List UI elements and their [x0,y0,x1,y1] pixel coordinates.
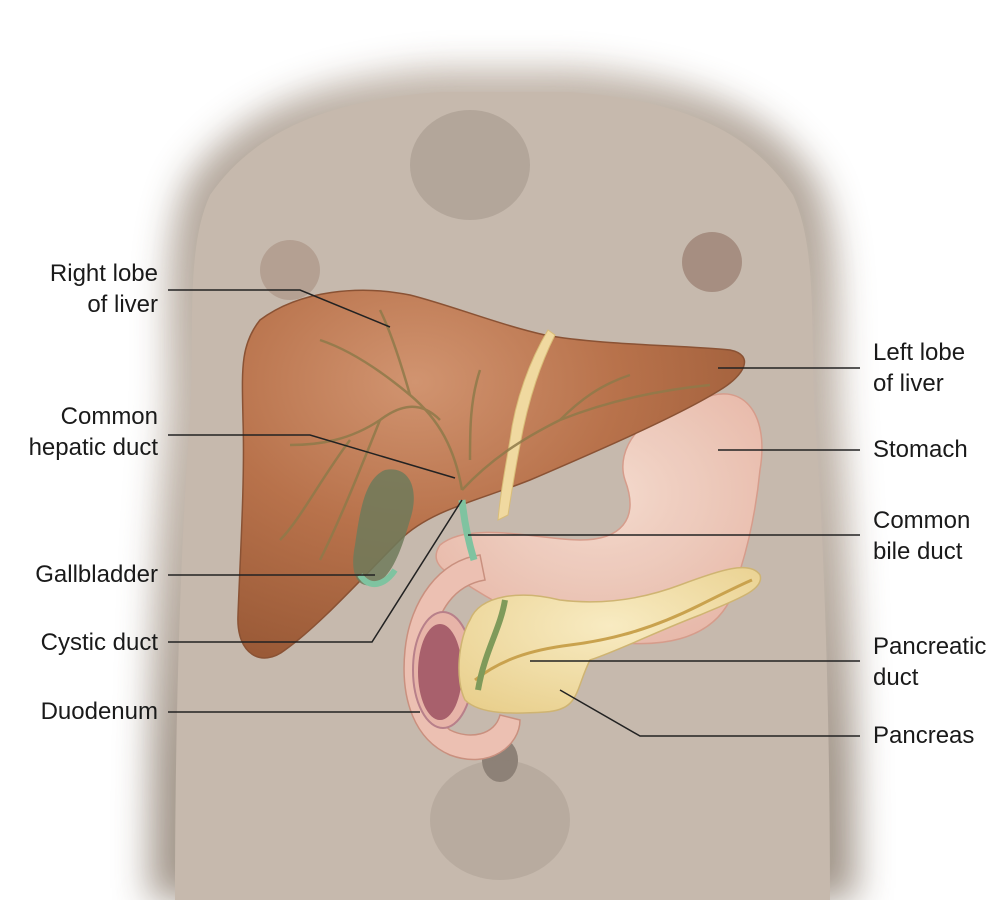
label-line: Stomach [873,436,968,463]
liver-vessels [279,309,711,561]
label-line: hepatic duct [28,434,158,461]
label-line: Pancreatic [873,633,987,660]
leader-lines [168,289,860,737]
label-line: Right lobe [49,260,158,287]
nipple-right [260,240,320,300]
label-line: of liver [87,291,158,318]
label-line: Common [60,403,158,430]
falciform-ligament [497,329,556,521]
label-line: of liver [873,370,944,397]
nipple-left [682,232,742,292]
label-gallbladder: Gallbladder [35,559,158,590]
label-pancreatic-duct: Pancreatic duct [873,631,986,693]
label-line: Left lobe [873,339,966,366]
label-stomach: Stomach [873,434,968,465]
label-line: bile duct [873,538,963,565]
label-common-bile-duct: Common bile duct [873,505,970,567]
gallbladder [353,469,414,586]
label-pancreas: Pancreas [873,720,974,751]
label-line: Common [873,507,971,534]
label-common-hepatic-duct: Common hepatic duct [29,401,158,463]
pancreas [458,566,762,714]
label-line: Cystic duct [40,629,158,656]
label-line: Pancreas [873,722,975,749]
label-duodenum: Duodenum [41,696,158,727]
pancreatic-duct-line [474,578,753,682]
common-bile-duct [458,499,478,562]
label-line: Duodenum [40,698,158,725]
label-cystic-duct: Cystic duct [41,627,158,658]
label-right-lobe-of-liver: Right lobe of liver [50,258,158,320]
stomach [435,393,763,645]
label-line: duct [873,664,919,691]
label-left-lobe-of-liver: Left lobe of liver [873,337,965,399]
label-line: Gallbladder [35,561,158,588]
